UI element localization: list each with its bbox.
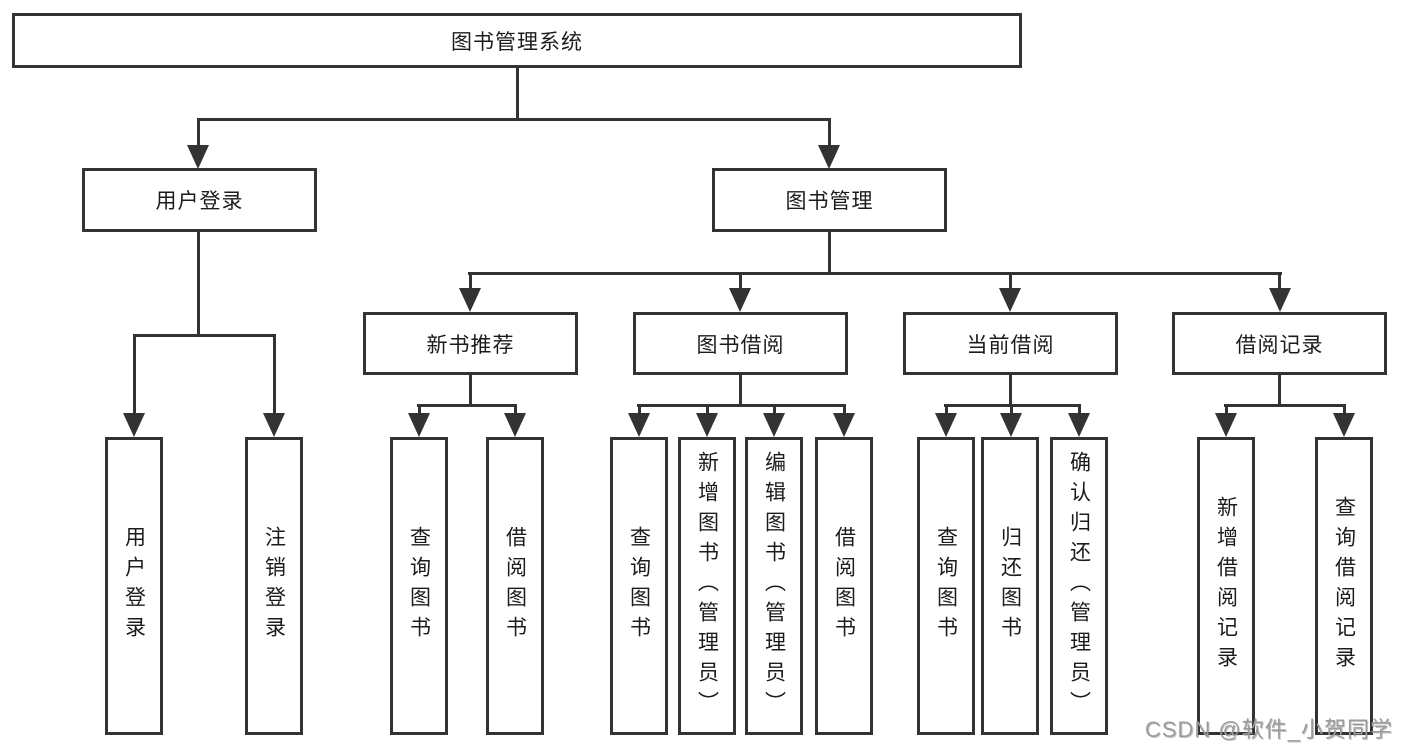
leaf-label: 编辑图书（管理员） bbox=[762, 451, 786, 721]
leaf-bb-add-books-admin: 新增图书（管理员） bbox=[678, 437, 736, 735]
connector-line bbox=[469, 272, 472, 290]
arrowhead-down-icon bbox=[408, 413, 430, 437]
node-borrowing-records: 借阅记录 bbox=[1172, 312, 1387, 375]
connector-line bbox=[1225, 404, 1228, 415]
connector-line bbox=[1343, 404, 1346, 415]
connector-line bbox=[828, 118, 831, 146]
connector-line bbox=[945, 404, 948, 415]
connector-line bbox=[1224, 404, 1346, 407]
leaf-label: 新增借阅记录 bbox=[1214, 496, 1238, 676]
arrowhead-down-icon bbox=[628, 413, 650, 437]
leaf-label: 归还图书 bbox=[998, 526, 1022, 646]
leaf-rec-query-record: 查询借阅记录 bbox=[1315, 437, 1373, 735]
connector-line bbox=[197, 118, 831, 121]
leaf-bb-query-books: 查询图书 bbox=[610, 437, 668, 735]
connector-line bbox=[637, 404, 846, 407]
connector-line bbox=[133, 334, 136, 413]
connector-line bbox=[469, 373, 472, 406]
connector-line bbox=[273, 334, 276, 413]
arrowhead-down-icon bbox=[763, 413, 785, 437]
connector-line bbox=[1278, 272, 1281, 290]
leaf-rec-add-record: 新增借阅记录 bbox=[1197, 437, 1255, 735]
node-user-login: 用户登录 bbox=[82, 168, 317, 232]
leaf-nb-borrow-books: 借阅图书 bbox=[486, 437, 544, 735]
arrowhead-down-icon bbox=[935, 413, 957, 437]
node-label: 新书推荐 bbox=[426, 333, 515, 357]
leaf-label: 注销登录 bbox=[262, 526, 286, 646]
arrowhead-down-icon bbox=[123, 413, 145, 437]
leaf-cb-return-books: 归还图书 bbox=[981, 437, 1039, 735]
connector-line bbox=[418, 404, 421, 415]
arrowhead-down-icon bbox=[187, 145, 209, 169]
leaf-label: 查询图书 bbox=[407, 526, 431, 646]
leaf-bb-edit-books-admin: 编辑图书（管理员） bbox=[745, 437, 803, 735]
connector-line bbox=[638, 404, 641, 415]
node-label: 借阅记录 bbox=[1235, 333, 1324, 357]
leaf-label: 确认归还（管理员） bbox=[1067, 451, 1091, 721]
arrowhead-down-icon bbox=[999, 288, 1021, 312]
leaf-label: 借阅图书 bbox=[503, 526, 527, 646]
arrowhead-down-icon bbox=[504, 413, 526, 437]
connector-line bbox=[516, 66, 519, 120]
leaf-cb-confirm-return-admin: 确认归还（管理员） bbox=[1050, 437, 1108, 735]
connector-line bbox=[773, 404, 776, 415]
arrowhead-down-icon bbox=[1068, 413, 1090, 437]
leaf-label: 用户登录 bbox=[122, 526, 146, 646]
leaf-user-login: 用户登录 bbox=[105, 437, 163, 735]
arrowhead-down-icon bbox=[696, 413, 718, 437]
connector-line bbox=[739, 373, 742, 406]
arrowhead-down-icon bbox=[729, 288, 751, 312]
arrowhead-down-icon bbox=[818, 145, 840, 169]
leaf-bb-borrow-books: 借阅图书 bbox=[815, 437, 873, 735]
connector-line bbox=[706, 404, 709, 415]
connector-line bbox=[1009, 272, 1012, 290]
connector-line bbox=[843, 404, 846, 415]
leaf-label: 查询借阅记录 bbox=[1332, 496, 1356, 676]
arrowhead-down-icon bbox=[263, 413, 285, 437]
node-label: 用户登录 bbox=[155, 190, 244, 213]
arrowhead-down-icon bbox=[833, 413, 855, 437]
arrowhead-down-icon bbox=[1333, 413, 1355, 437]
leaf-label: 查询图书 bbox=[627, 526, 651, 646]
connector-line bbox=[1278, 373, 1281, 406]
connector-line bbox=[1078, 404, 1081, 415]
node-label: 图书管理 bbox=[785, 190, 874, 213]
connector-line bbox=[197, 230, 200, 336]
arrowhead-down-icon bbox=[1000, 413, 1022, 437]
node-book-borrowing: 图书借阅 bbox=[633, 312, 848, 375]
node-label: 图书借阅 bbox=[696, 333, 785, 357]
leaf-label: 查询图书 bbox=[934, 526, 958, 646]
arrowhead-down-icon bbox=[1269, 288, 1291, 312]
node-label: 图书管理系统 bbox=[451, 30, 583, 54]
leaf-cb-query-books: 查询图书 bbox=[917, 437, 975, 735]
leaf-nb-query-books: 查询图书 bbox=[390, 437, 448, 735]
leaf-label: 借阅图书 bbox=[832, 526, 856, 646]
connector-line bbox=[514, 404, 517, 415]
leaf-label: 新增图书（管理员） bbox=[695, 451, 719, 721]
connector-line bbox=[197, 118, 200, 146]
node-new-book-recommend: 新书推荐 bbox=[363, 312, 578, 375]
arrowhead-down-icon bbox=[1215, 413, 1237, 437]
connector-line bbox=[417, 404, 517, 407]
connector-line bbox=[739, 272, 742, 290]
arrowhead-down-icon bbox=[459, 288, 481, 312]
connector-line bbox=[133, 334, 276, 337]
connector-line bbox=[828, 231, 831, 274]
node-current-borrowing: 当前借阅 bbox=[903, 312, 1118, 375]
watermark: CSDN @软件_小贺同学 bbox=[1144, 717, 1393, 742]
leaf-logout: 注销登录 bbox=[245, 437, 303, 735]
node-label: 当前借阅 bbox=[966, 333, 1055, 357]
node-library-system: 图书管理系统 bbox=[12, 13, 1022, 68]
connector-line bbox=[1009, 373, 1012, 406]
connector-line bbox=[1010, 404, 1013, 415]
connector-line bbox=[468, 272, 1282, 275]
node-book-management: 图书管理 bbox=[712, 168, 947, 232]
